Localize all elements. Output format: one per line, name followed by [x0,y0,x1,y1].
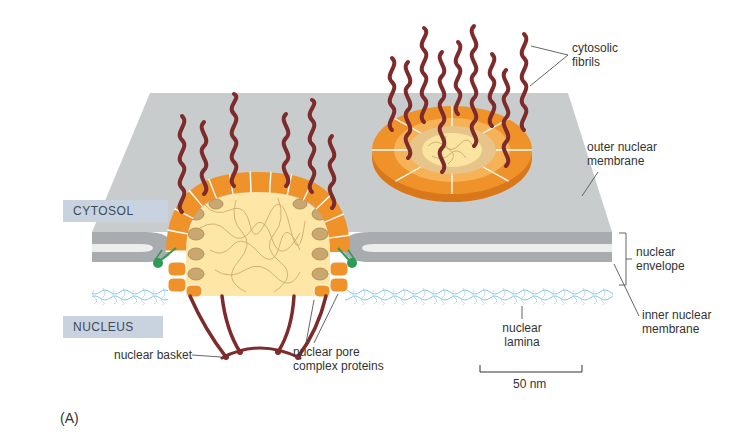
part-label: nuclear envelope [636,245,702,273]
part-label: nuclear lamina [492,321,552,349]
part-label: nuclear pore complex proteins [293,345,397,373]
pore-ring-blocks [168,262,348,297]
envelope-section [92,232,172,262]
region-name: NUCLEUS [73,320,134,334]
region-band: CYTOSOL [63,200,168,222]
panel-letter: (A) [60,410,100,426]
part-label: outer nuclear membrane [587,140,677,168]
cytoplasmic-ring [176,182,340,252]
region-band: NUCLEUS [63,316,163,338]
cytosolic-fibril [180,94,335,212]
envelope-section [343,232,612,262]
pore-subunits [188,199,328,280]
perinuclear-space [362,244,612,252]
lamina-mesh [92,288,168,305]
perinuclear-space [92,244,153,252]
outer-membrane-surface [92,93,612,232]
cytosolic-fibril [390,26,527,172]
part-label: inner nuclear membrane [642,308,732,336]
channel-mesh [200,198,305,292]
leader-line [192,46,639,357]
ring-dividers [176,182,340,252]
pore-channel [186,192,330,296]
part-label: cytosolic fibrils [572,41,636,69]
basket-joint [223,349,301,360]
membrane-protein [153,248,357,268]
scale-label: 50 nm [513,377,563,391]
part-label: nuclear basket [108,348,192,362]
region-name: CYTOSOL [73,204,134,218]
lamina-mesh [345,288,613,305]
scale-bar [480,365,582,372]
